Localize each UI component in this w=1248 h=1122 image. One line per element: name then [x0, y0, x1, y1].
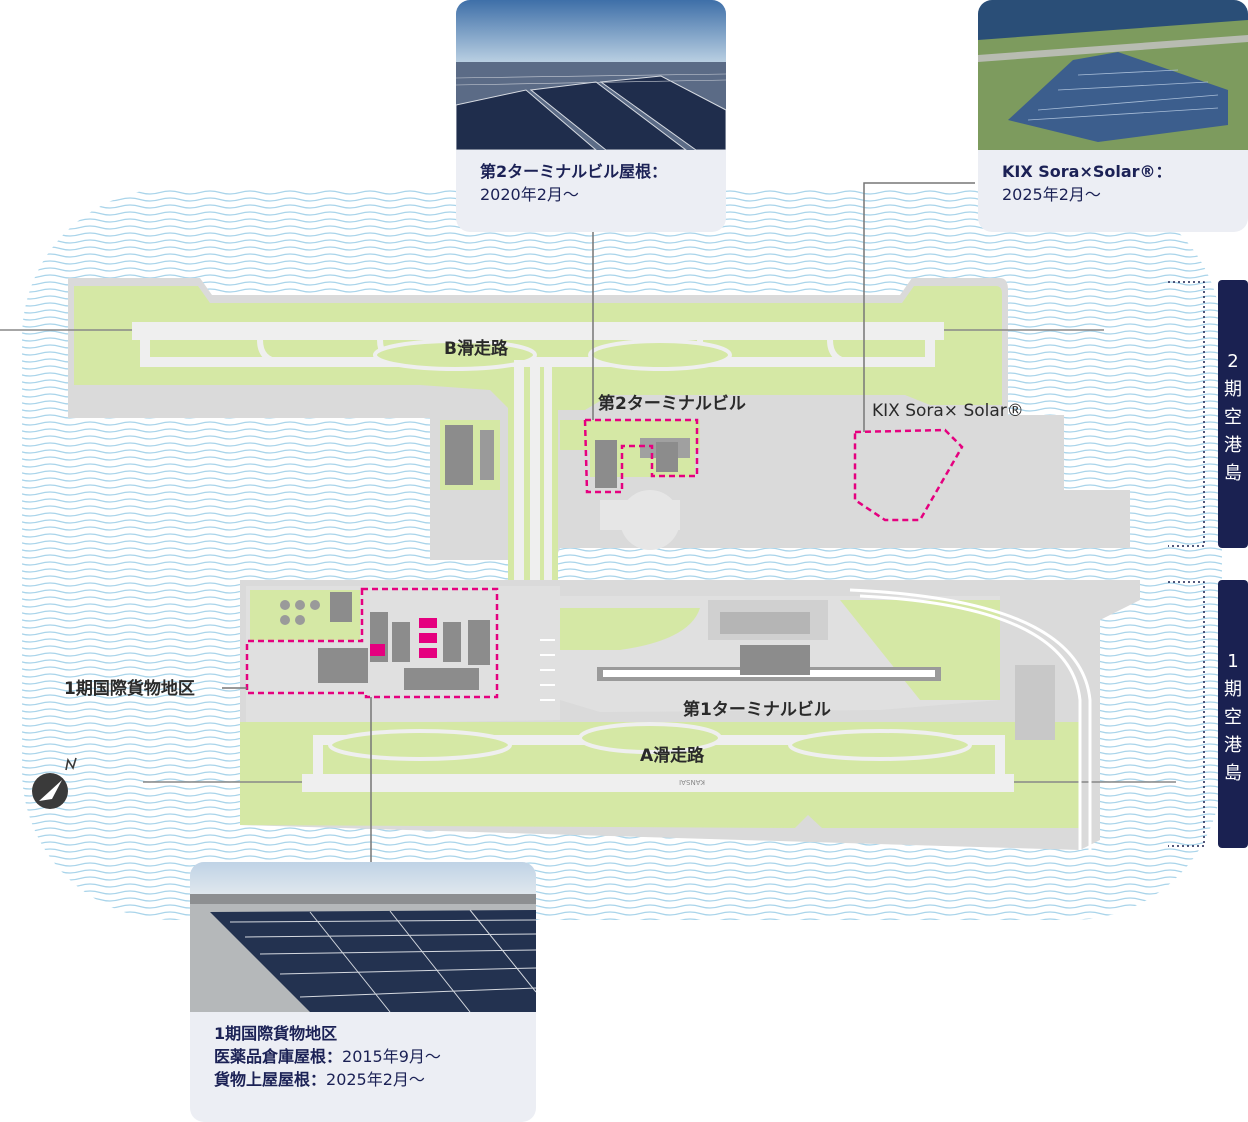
phase2-island-tab: 2 期 空 港 島	[1218, 280, 1248, 548]
solar-panels-terminal2-roof-photo	[456, 0, 726, 150]
cargo-card-pharma-label: 医薬品倉庫屋根：	[214, 1047, 343, 1066]
kix-sora-solar-card-title: KIX Sora×Solar®：	[1002, 162, 1172, 181]
terminal2-card-date: 2020年2月〜	[480, 185, 579, 204]
phase1-island: KANSAI	[143, 580, 1176, 850]
phase1-tab-char: 島	[1224, 763, 1242, 784]
cargo-card-cargo-shed-label: 貨物上屋屋根：	[214, 1070, 327, 1089]
kix-sora-solar-label: KIX Sora× Solar®	[872, 401, 1024, 421]
compass-icon	[32, 757, 77, 809]
phase1-tab-char: 港	[1224, 735, 1242, 756]
phase1-tab-char: 期	[1224, 679, 1242, 700]
a-runway	[302, 774, 1014, 792]
terminal1-label: 第1ターミナルビル	[683, 699, 831, 720]
b-runway	[132, 322, 944, 340]
cargo-card-title: 1期国際貨物地区	[214, 1024, 338, 1043]
phase2-tab-char: 2	[1227, 351, 1239, 372]
cargo-card: 1期国際貨物地区 医薬品倉庫屋根：2015年9月〜 貨物上屋屋根：2025年2月…	[190, 862, 536, 1122]
phase2-tab-char: 空	[1224, 407, 1242, 428]
cargo-area-label: 1期国際貨物地区	[64, 678, 195, 699]
phase1-tab-char: 1	[1227, 651, 1239, 672]
phase1-island-tab: 1 期 空 港 島	[1218, 580, 1248, 848]
terminal2-label: 第2ターミナルビル	[598, 393, 746, 414]
terminal2-card: 第2ターミナルビル屋根： 2020年2月〜	[456, 0, 726, 232]
a-runway-label: A滑走路	[640, 745, 705, 766]
kix-sora-solar-card-date: 2025年2月〜	[1002, 185, 1101, 204]
kix-sora-solar-area	[853, 428, 964, 522]
phase2-tab-char: 期	[1224, 379, 1242, 400]
runway-marking: KANSAI	[679, 778, 705, 786]
kix-sora-solar-card: KIX Sora×Solar®： 2025年2月〜	[978, 0, 1248, 232]
solar-panels-warehouse-roof-photo	[190, 862, 536, 1012]
b-runway-label: B滑走路	[444, 338, 509, 359]
phase2-tab-char: 島	[1224, 463, 1242, 484]
cargo-card-pharma-date: 2015年9月〜	[342, 1047, 441, 1066]
solar-farm-aerial-photo	[978, 0, 1248, 150]
pharma-warehouse-roof	[419, 618, 437, 628]
phase1-tab-char: 空	[1224, 707, 1242, 728]
phase2-tab-char: 港	[1224, 435, 1242, 456]
terminal2-card-title: 第2ターミナルビル屋根：	[480, 162, 668, 181]
terminal2-solar-area	[583, 418, 699, 494]
cargo-solar-area	[245, 587, 499, 699]
cargo-card-cargo-shed-date: 2025年2月〜	[326, 1070, 425, 1089]
